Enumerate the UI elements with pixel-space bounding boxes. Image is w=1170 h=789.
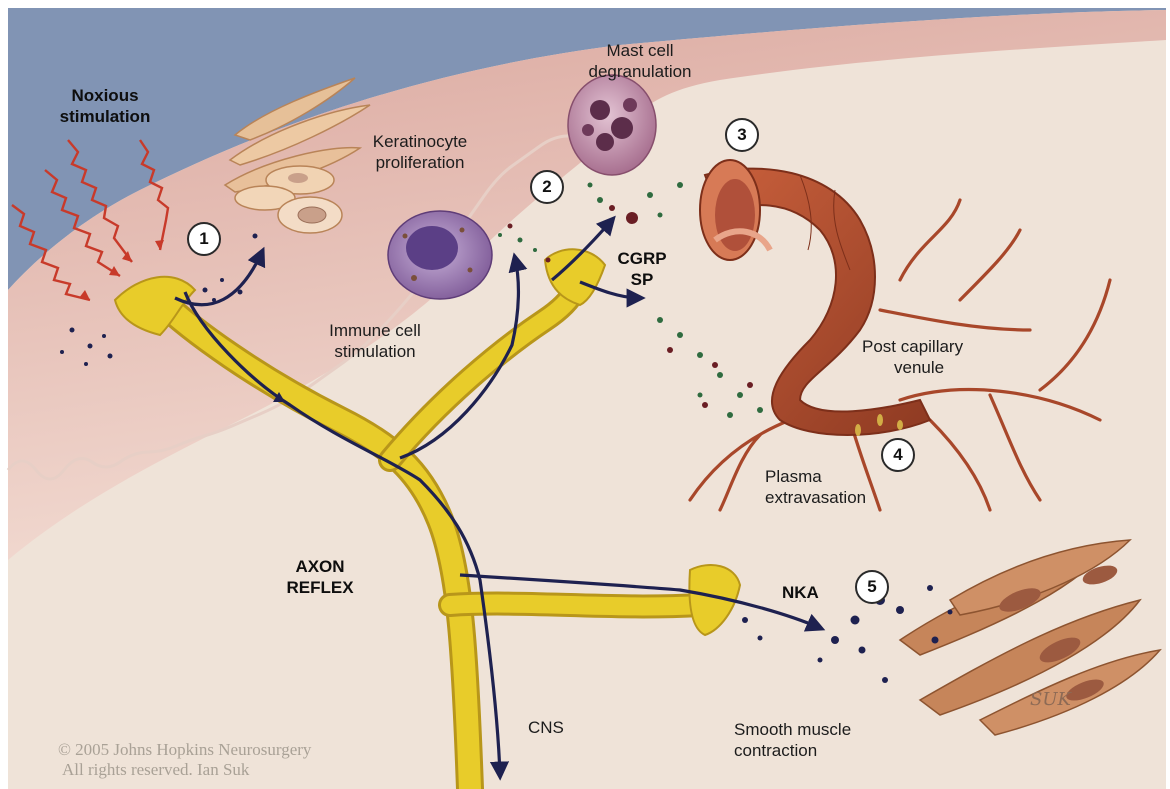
step-5-badge: 5: [855, 570, 889, 604]
cns-label: CNS: [528, 717, 564, 738]
step-2-badge: 2: [530, 170, 564, 204]
step-3-badge: 3: [725, 118, 759, 152]
step-1-badge: 1: [187, 222, 221, 256]
nka-label: NKA: [782, 582, 819, 603]
step-4-badge: 4: [881, 438, 915, 472]
artist-signature: SUK: [1030, 689, 1073, 710]
immune-cell: [388, 211, 492, 299]
mast-cell: [568, 75, 656, 175]
